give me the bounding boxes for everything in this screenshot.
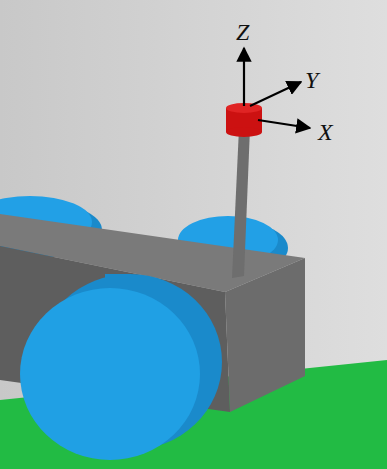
- sensor-pole: [232, 128, 250, 278]
- axis-y-label: Y: [305, 68, 318, 92]
- axis-x-label: X: [318, 120, 333, 144]
- front-wheel: [20, 274, 222, 460]
- axis-z-label: Z: [236, 20, 249, 44]
- sensor: [226, 103, 262, 137]
- coordinate-axes: [244, 48, 310, 128]
